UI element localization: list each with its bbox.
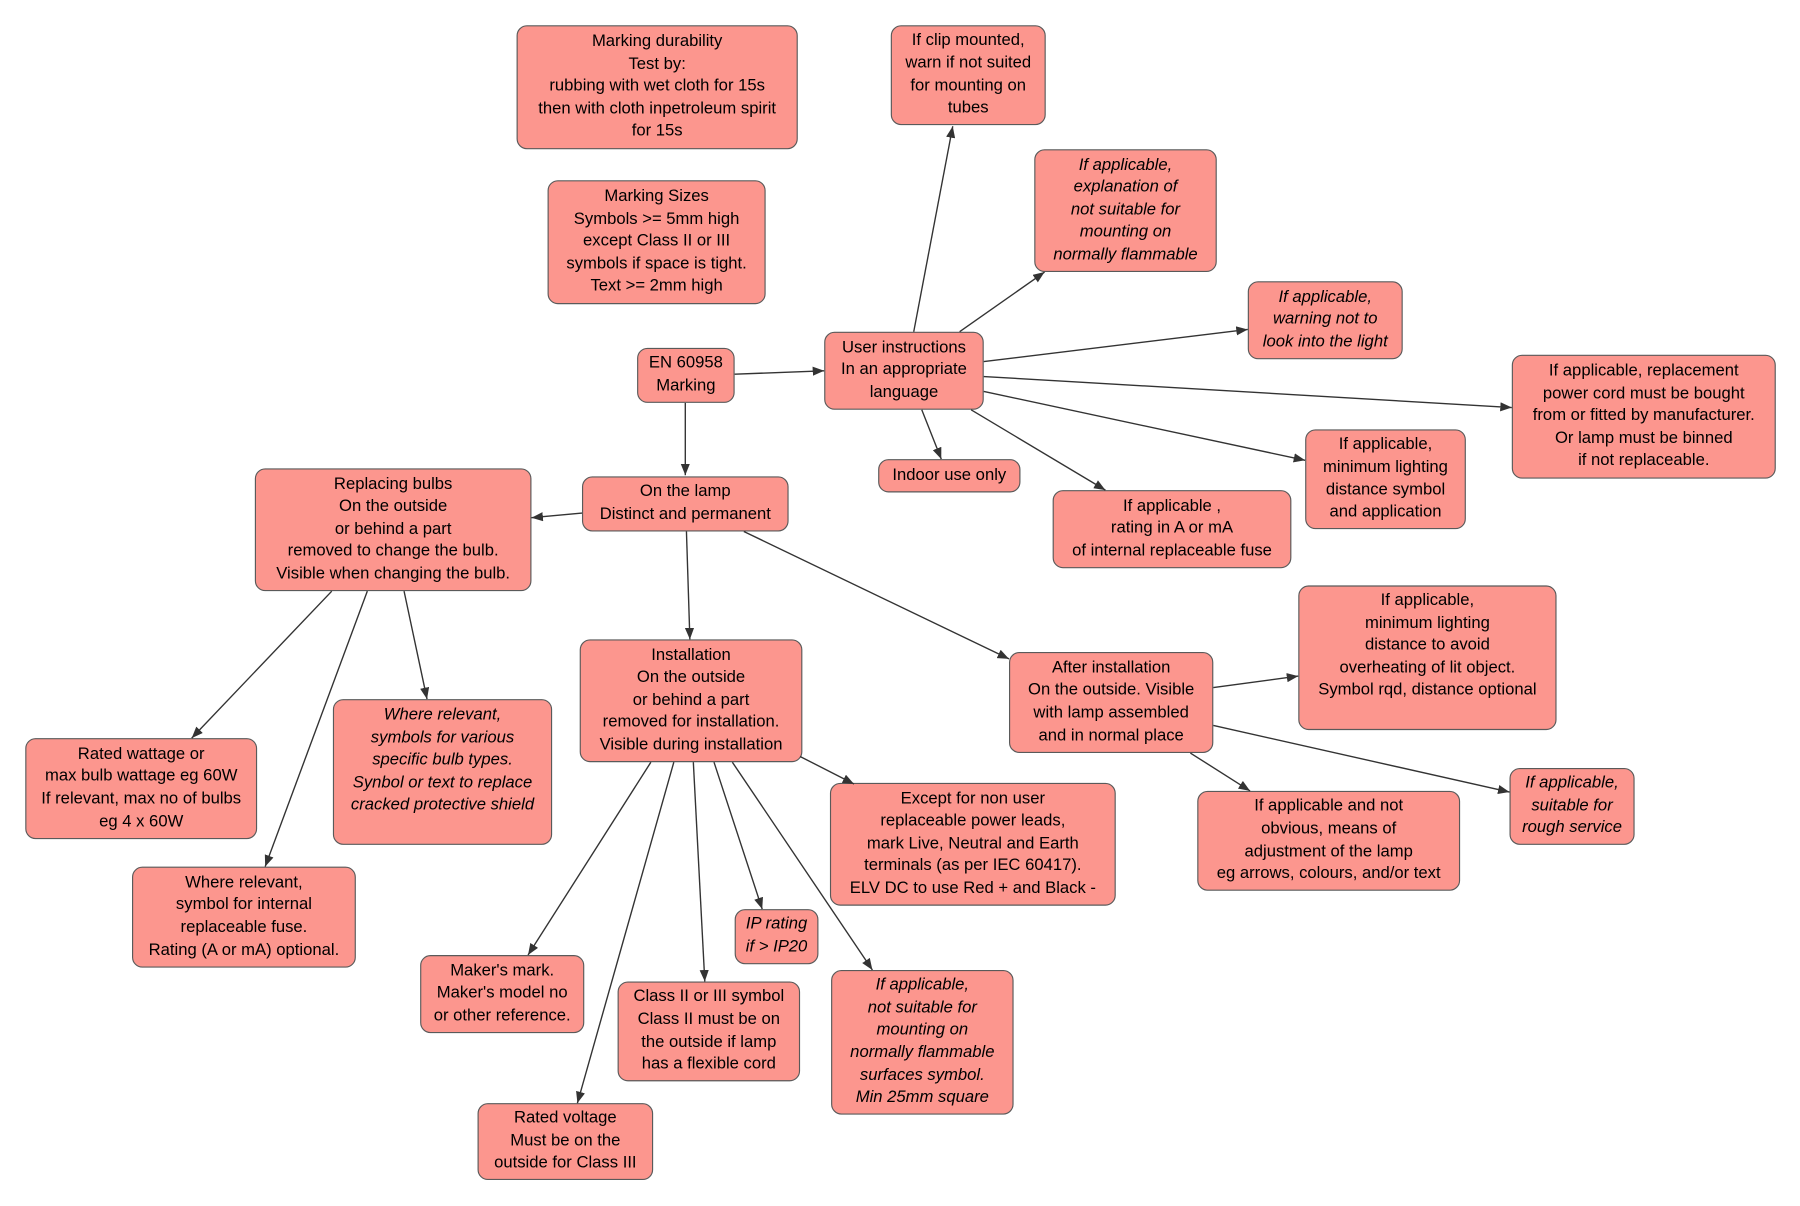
node-en-60958-marking: EN 60958 Marking: [637, 347, 735, 403]
node-min-lighting-overheating: If applicable, minimum lighting distance…: [1298, 585, 1557, 731]
node-clip-mounted: If clip mounted, warn if not suited for …: [890, 25, 1046, 126]
node-replacing-bulbs: Replacing bulbs On the outside or behind…: [254, 468, 532, 592]
edge-after-installation-to-rough-service: [1213, 724, 1510, 795]
node-internal-fuse-symbol: Where relevant, symbol for internal repl…: [132, 866, 356, 968]
node-installation: Installation On the outside or behind a …: [579, 639, 803, 763]
edge-user-instructions-to-look-into-light: [983, 326, 1248, 363]
node-after-installation: After installation On the outside. Visib…: [1009, 652, 1214, 754]
edge-installation-to-ip-rating: [713, 761, 763, 910]
edge-replacing-bulbs-to-rated-wattage: [191, 590, 333, 739]
node-user-instructions: User instructions In an appropriate lang…: [824, 331, 984, 410]
edge-after-installation-to-min-lighting-overheating: [1213, 673, 1299, 689]
edge-replacing-bulbs-to-bulb-type-symbols: [403, 591, 430, 700]
node-min-lighting-symbol: If applicable, minimum lighting distance…: [1305, 429, 1466, 530]
edge-user-instructions-to-min-lighting-symbol: [983, 390, 1306, 463]
edge-user-instructions-to-explanation-flammable: [959, 271, 1045, 333]
edge-on-the-lamp-to-replacing-bulbs: [531, 512, 583, 522]
node-look-into-light: If applicable, warning not to look into …: [1247, 281, 1403, 360]
node-terminal-marking: Except for non user replaceable power le…: [829, 782, 1116, 906]
edge-en-marking-to-user-instructions: [734, 366, 825, 376]
node-class-symbol: Class II or III symbol Class II must be …: [617, 981, 801, 1082]
edge-user-instructions-to-clip-mounted: [913, 126, 956, 332]
edge-user-instructions-to-replacement-power-cord: [983, 375, 1512, 412]
node-ip-rating: IP rating if > IP20: [734, 909, 819, 965]
node-marking-sizes: Marking Sizes Symbols >= 5mm high except…: [547, 180, 766, 305]
node-rated-voltage: Rated voltage Must be on the outside for…: [477, 1103, 654, 1181]
edge-installation-to-class-symbol: [692, 762, 709, 982]
node-rough-service: If applicable, suitable for rough servic…: [1509, 767, 1635, 845]
node-flammable-surfaces-symbol: If applicable, not suitable for mounting…: [831, 969, 1014, 1115]
edge-user-instructions-to-indoor-use: [921, 409, 942, 460]
edge-installation-to-terminal-marking: [799, 755, 855, 785]
node-on-the-lamp: On the lamp Distinct and permanent: [581, 476, 789, 532]
node-explanation-flammable: If applicable, explanation of not suitab…: [1034, 149, 1217, 273]
node-fuse-rating: If applicable , rating in A or mA of int…: [1052, 490, 1292, 569]
edge-on-the-lamp-to-installation: [684, 531, 695, 640]
node-marking-durability: Marking durability Test by: rubbing with…: [516, 25, 798, 150]
node-bulb-type-symbols: Where relevant, symbols for various spec…: [332, 699, 553, 845]
edge-after-installation-to-adjustment-means: [1190, 752, 1251, 792]
node-indoor-use-only: Indoor use only: [878, 459, 1021, 493]
node-adjustment-means: If applicable and not obvious, means of …: [1197, 790, 1461, 891]
node-rated-wattage: Rated wattage or max bulb wattage eg 60W…: [25, 738, 258, 840]
node-makers-mark: Maker's mark. Maker's model no or other …: [420, 955, 585, 1034]
node-replacement-power-cord: If applicable, replacement power cord mu…: [1511, 354, 1776, 479]
